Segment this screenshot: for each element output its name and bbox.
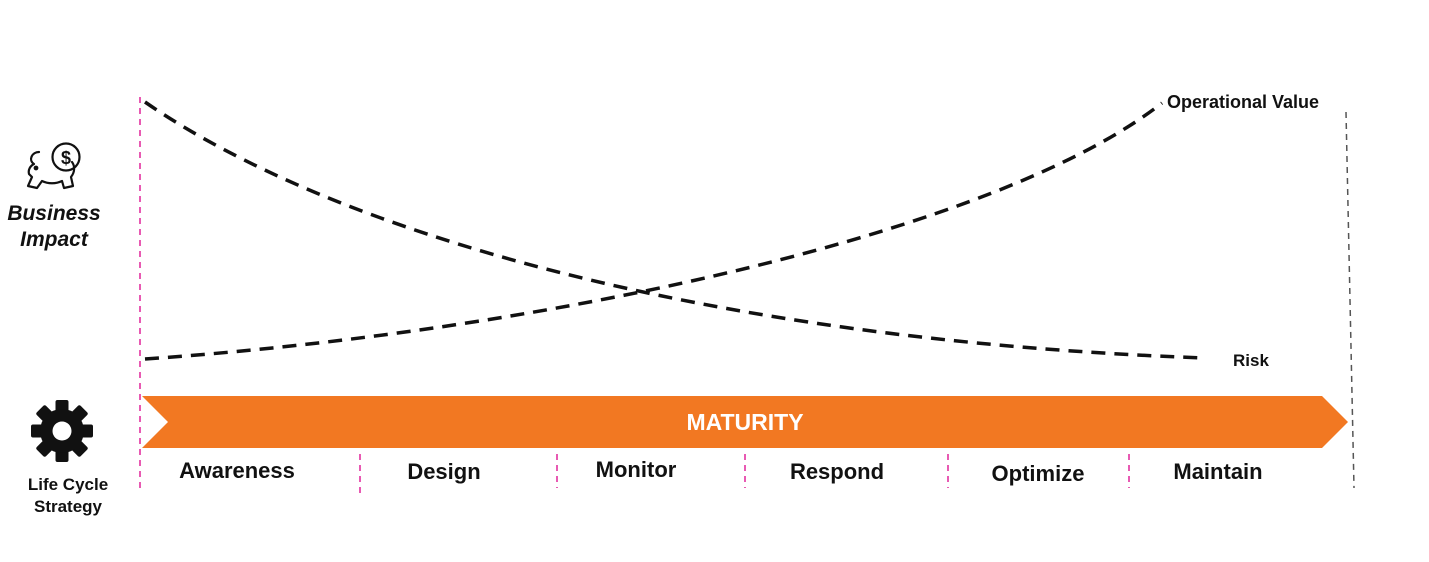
- gear-icon: [31, 400, 93, 462]
- dollar-sign-glyph: $: [61, 148, 71, 168]
- stage-optimize: Optimize: [992, 461, 1085, 486]
- stage-awareness: Awareness: [179, 458, 295, 483]
- life-cycle-line2: Strategy: [34, 497, 103, 516]
- end-divider-line: [1345, 111, 1355, 489]
- business-impact-line2: Impact: [20, 228, 89, 251]
- business-impact-line1: Business: [7, 202, 100, 225]
- stage-design: Design: [407, 459, 480, 484]
- stage-respond: Respond: [790, 459, 884, 484]
- operational-value-curve: [144, 101, 1164, 361]
- risk-label: Risk: [1233, 351, 1269, 370]
- operational-value-label: Operational Value: [1167, 92, 1319, 112]
- maturity-banner: [142, 396, 1348, 448]
- life-cycle-line1: Life Cycle: [28, 475, 108, 494]
- stage-maintain: Maintain: [1173, 459, 1262, 484]
- piggy-bank-dollar-icon: [26, 142, 81, 190]
- risk-curve: [144, 100, 1206, 360]
- maturity-label: MATURITY: [686, 409, 803, 435]
- stage-monitor: Monitor: [596, 457, 677, 482]
